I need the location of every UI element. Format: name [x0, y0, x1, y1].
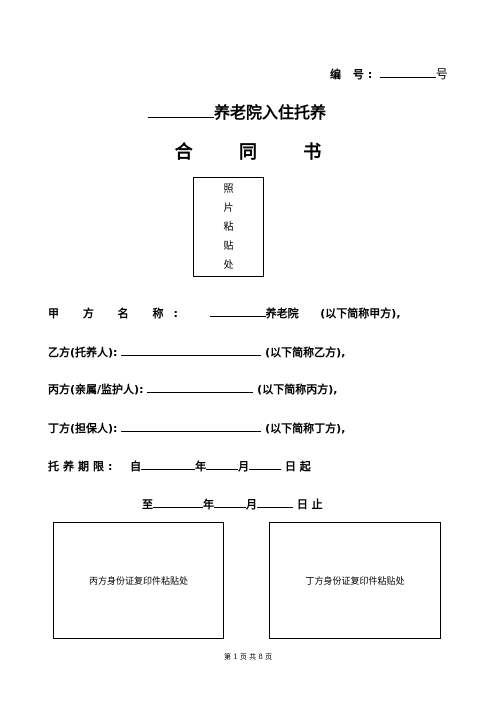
end-month-label: 月	[246, 498, 257, 511]
term-to: 至	[142, 498, 153, 511]
party-c-id-copy-label: 丙方身份证复印件粘贴处	[88, 577, 188, 587]
party-c-label: 丙方(亲属/监护人):	[48, 383, 144, 396]
facility-name-field[interactable]	[148, 104, 214, 118]
party-c-id-copy-box: 丙方身份证复印件粘贴处	[53, 522, 224, 639]
photo-char: 贴	[223, 240, 234, 252]
end-day-label: 日 止	[296, 498, 323, 511]
party-a-name-field[interactable]	[209, 303, 266, 317]
photo-char: 粘	[223, 221, 234, 233]
photo-char: 照	[223, 183, 234, 195]
term-label: 托养期限:	[48, 460, 117, 473]
party-d-id-copy-box: 丁方身份证复印件粘贴处	[269, 522, 441, 639]
contract-title-line1: 养老院入住托养	[148, 99, 326, 123]
serial-number: 编 号: 号	[330, 64, 448, 82]
page-footer: 第 1 页 共 8 页	[223, 653, 273, 661]
party-c-row: 丙方(亲属/监护人): (以下简称丙方),	[48, 379, 337, 397]
photo-box: 照 片 粘 贴 处	[193, 177, 264, 277]
serial-suffix: 号	[435, 67, 448, 81]
serial-field[interactable]	[379, 64, 436, 78]
party-a-suffix: 养老院	[265, 307, 299, 320]
start-month-label: 月	[238, 460, 250, 473]
end-year-field[interactable]	[153, 494, 203, 508]
party-d-name-field[interactable]	[121, 418, 262, 432]
party-d-note: (以下简称丁方),	[265, 422, 346, 435]
start-month-field[interactable]	[206, 456, 239, 470]
start-day-field[interactable]	[249, 456, 282, 470]
party-b-name-field[interactable]	[121, 342, 262, 356]
party-b-row: 乙方(托养人): (以下简称乙方),	[48, 342, 345, 360]
start-day-label: 日 起	[284, 460, 311, 473]
party-c-name-field[interactable]	[147, 379, 254, 393]
party-a-row: 甲 方 名 称: 养老院 (以下简称甲方),	[48, 303, 401, 321]
start-year-label: 年	[195, 460, 207, 473]
party-a-note: (以下简称甲方),	[320, 307, 401, 320]
party-b-label: 乙方(托养人):	[48, 346, 118, 359]
party-d-label: 丁方(担保人):	[48, 422, 118, 435]
party-a-label: 甲 方 名 称:	[48, 307, 188, 320]
contract-title-line2: 合 同 书	[174, 142, 342, 163]
start-year-field[interactable]	[141, 456, 196, 470]
party-c-note: (以下简称丙方),	[257, 383, 338, 396]
end-day-field[interactable]	[257, 494, 293, 508]
photo-char: 处	[223, 259, 234, 271]
party-b-note: (以下简称乙方),	[265, 346, 346, 359]
party-d-id-copy-label: 丁方身份证复印件粘贴处	[305, 577, 405, 587]
term-start-row: 托养期限: 自 年 月 日 起	[48, 456, 311, 474]
party-d-row: 丁方(担保人): (以下简称丁方),	[48, 418, 345, 436]
photo-char: 片	[223, 202, 234, 214]
title-text: 养老院入住托养	[214, 103, 327, 122]
term-end-row: 至年月 日 止	[142, 494, 323, 512]
end-month-field[interactable]	[214, 494, 246, 508]
term-from: 自	[130, 460, 142, 473]
serial-label: 编 号:	[330, 68, 377, 81]
end-year-label: 年	[203, 498, 214, 511]
